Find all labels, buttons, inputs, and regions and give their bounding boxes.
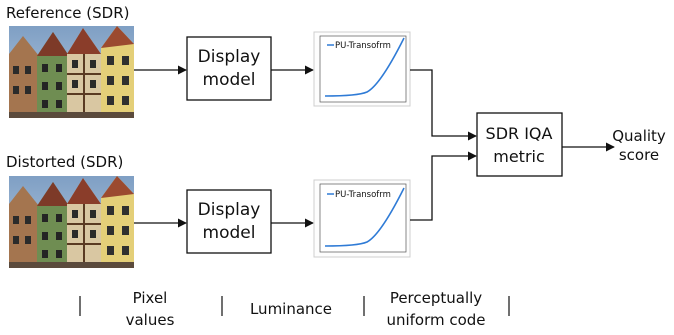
quality-score-line1: Quality <box>612 127 666 145</box>
pu-curve-bottom <box>324 187 405 247</box>
display-model-top-line1: Display <box>198 47 261 67</box>
reference-caption: Reference (SDR) <box>6 4 130 22</box>
footer-pixel-values-line1: Pixel <box>133 289 168 307</box>
pu-legend-top: PU-Transofrm <box>335 41 391 51</box>
footer-pixel-values-line2: values <box>126 311 175 329</box>
pu-plot-bottom: PU-Transofrm <box>313 179 411 258</box>
reference-image <box>9 26 134 118</box>
footer-perceptual-line2: uniform code <box>386 311 485 329</box>
footer-perceptual-line1: Perceptually <box>390 289 482 307</box>
display-model-top-line2: model <box>203 70 256 90</box>
display-model-bottom-line2: model <box>203 223 256 243</box>
quality-score-line2: score <box>619 146 659 164</box>
iqa-line1: SDR IQA <box>486 124 553 143</box>
pu-plot-top: PU-Transofrm <box>313 31 411 107</box>
display-model-bottom-line1: Display <box>198 200 261 220</box>
sdr-iqa-metric-box <box>476 112 563 177</box>
pu-legend-bottom: PU-Transofrm <box>335 190 391 200</box>
display-model-box-bottom <box>186 189 272 254</box>
arrow-pu-top-to-iqa <box>410 69 477 141</box>
arrow-pu-bottom-to-iqa <box>410 151 477 221</box>
distorted-image <box>9 176 134 268</box>
footer-luminance: Luminance <box>250 300 332 318</box>
distorted-caption: Distorted (SDR) <box>6 153 123 171</box>
pu-curve-top <box>324 37 405 97</box>
display-model-box-top <box>186 36 272 101</box>
iqa-line2: metric <box>493 147 545 166</box>
